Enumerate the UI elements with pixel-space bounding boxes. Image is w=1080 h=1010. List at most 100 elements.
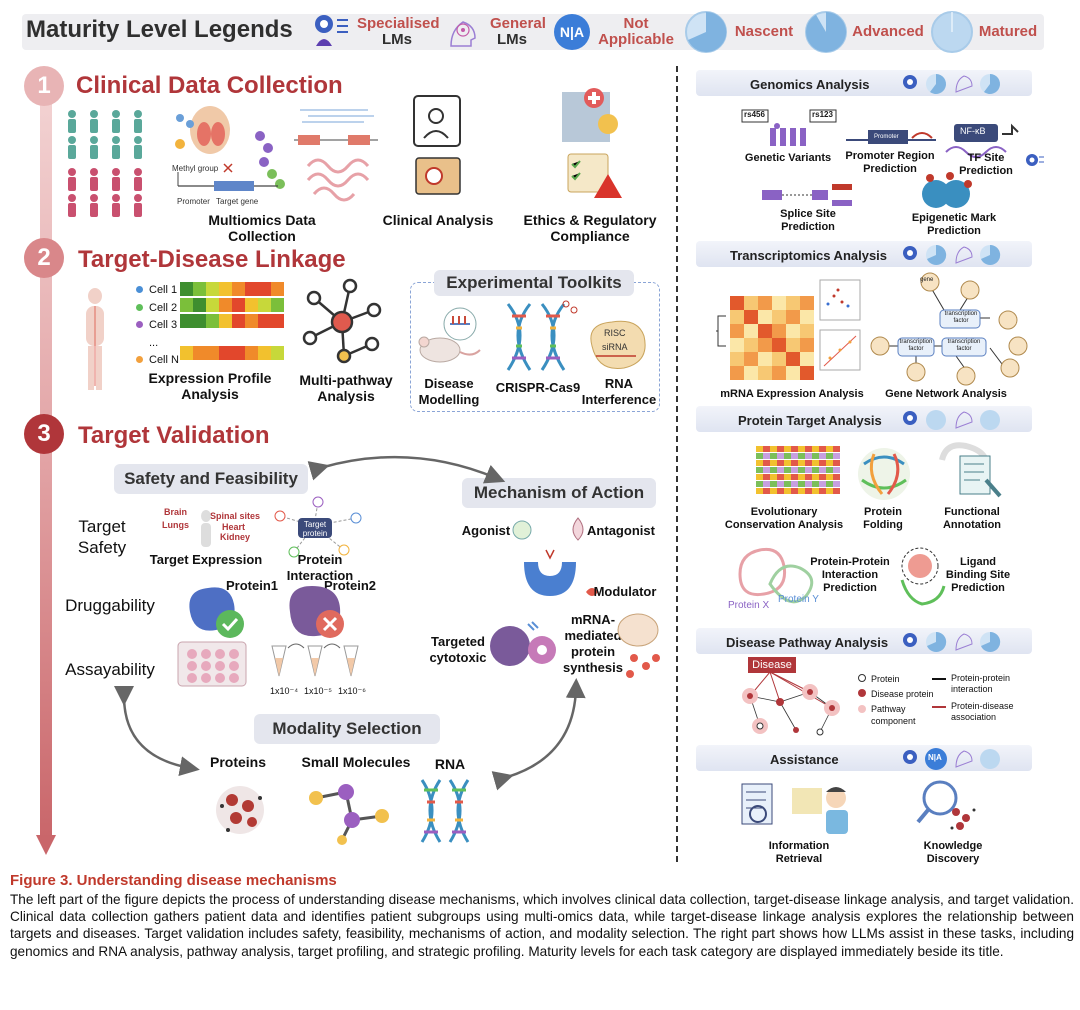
mrna-heatmap-cell: [730, 296, 744, 310]
clinical-analysis-icon: [413, 95, 461, 195]
mrna-heatmap-cell: [800, 324, 814, 338]
target-expression-label: Target Expression: [149, 552, 263, 567]
legend-nascent-label: Nascent: [734, 23, 794, 40]
heatmap-cell: [206, 314, 219, 328]
mrna-heatmap-cell: [772, 366, 786, 380]
experimental-toolkits-title: Experimental Toolkits: [434, 270, 634, 296]
proteins-modality-icon: [216, 786, 264, 834]
alignment-cell: [777, 481, 784, 487]
pathway-maturity-icons: [903, 631, 1001, 652]
rs123-label: rs123: [812, 110, 833, 119]
antagonist-label: Antagonist: [587, 523, 655, 538]
alignment-cell: [791, 474, 798, 480]
legend-bar: [22, 14, 1044, 50]
alignment-cell: [777, 446, 784, 452]
mrna-heatmap-cell: [772, 352, 786, 366]
functional-annotation-icon: [939, 442, 1002, 498]
alignment-cell: [833, 453, 840, 459]
heatmap-cell: [258, 298, 271, 312]
alignment-cell: [812, 460, 819, 466]
mrna-heatmap-cell: [786, 310, 800, 324]
expression-heatmap: [180, 282, 284, 360]
heatmap-cell: [180, 298, 193, 312]
risc-label: RISC: [604, 328, 626, 338]
targeted-cytotoxic-icon: [490, 621, 556, 666]
gene-network-diagram: [870, 272, 1028, 386]
alignment-cell: [791, 467, 798, 473]
legend-advanced-label: Advanced: [852, 23, 924, 40]
alignment-cell: [784, 460, 791, 466]
heatmap-cell: [219, 298, 232, 312]
disease-node: Disease: [748, 657, 796, 673]
heatmap-cell: [193, 314, 206, 328]
alignment-cell: [805, 481, 812, 487]
organ-lungs: Lungs: [162, 520, 189, 530]
alignment-cell: [784, 453, 791, 459]
agonist-icon: [512, 520, 532, 540]
alignment-cell: [812, 488, 819, 494]
alignment-cell: [812, 481, 819, 487]
mrna-heatmap-cell: [744, 338, 758, 352]
mrna-heatmap-cell: [800, 366, 814, 380]
alignment-cell: [770, 467, 777, 473]
heatmap-cell: [271, 314, 284, 328]
heatmap-cell: [219, 282, 232, 296]
alignment-cell: [798, 446, 805, 452]
body-anatomy-icon: [86, 288, 104, 390]
mrna-heatmap-cell: [772, 310, 786, 324]
protein1-druggable-icon: [189, 587, 244, 638]
assistance-maturity-icons: [903, 748, 1000, 770]
alignment-cell: [826, 446, 833, 452]
mrna-heatmap-cell: [786, 324, 800, 338]
alignment-cell: [833, 488, 840, 494]
alignment-cell: [777, 453, 784, 459]
mrna-heatmap-cell: [772, 324, 786, 338]
alignment-cell: [784, 481, 791, 487]
protein-interaction-network: [274, 496, 362, 558]
alignment-cell: [819, 481, 826, 487]
dilution-2: 1x10⁻⁵: [304, 686, 332, 696]
assistance-panel-head: [696, 745, 1032, 771]
protein2-label: Protein2: [323, 578, 376, 593]
alignment-cell: [819, 446, 826, 452]
protein2-not-druggable-icon: [289, 586, 344, 638]
alignment-cell: [805, 488, 812, 494]
splice-site-icon: [762, 184, 852, 206]
mrna-heatmap-cell: [744, 296, 758, 310]
rna-label: RNA: [434, 756, 466, 772]
ligand-binding-icon: [900, 547, 946, 606]
mrna-heatmap-cell: [744, 352, 758, 366]
alignment-cell: [833, 460, 840, 466]
pathway-title: Disease Pathway Analysis: [726, 635, 889, 650]
heatmap-cell: [206, 346, 219, 360]
alignment-cell: [798, 474, 805, 480]
nascent-icon: [685, 11, 727, 53]
mrna-heatmap-cell: [800, 338, 814, 352]
protein-x-label: Protein X: [728, 600, 770, 611]
heatmap-cell: [206, 298, 219, 312]
caption-text: The left part of the figure depicts the …: [10, 892, 1074, 959]
alignment-cell: [784, 446, 791, 452]
multiomics-illustration: [175, 106, 378, 202]
step-1-circle: 1: [24, 66, 64, 106]
modulator-icon: [586, 588, 598, 596]
tf-site-icon: [945, 123, 1019, 158]
alignment-cell: [763, 488, 770, 494]
genomics-title: Genomics Analysis: [750, 77, 870, 92]
heatmap-cell: [258, 314, 271, 328]
heatmap-cell: [245, 346, 258, 360]
mrna-heatmap-cell: [730, 352, 744, 366]
pathway-network-diagram: [742, 671, 840, 736]
sequence-alignment-icon: [756, 446, 840, 494]
section-divider: [676, 66, 678, 862]
transcriptomics-maturity-icons: [903, 244, 1001, 265]
heatmap-cell: [245, 314, 258, 328]
methyl-group-label: Methyl group: [172, 164, 219, 173]
